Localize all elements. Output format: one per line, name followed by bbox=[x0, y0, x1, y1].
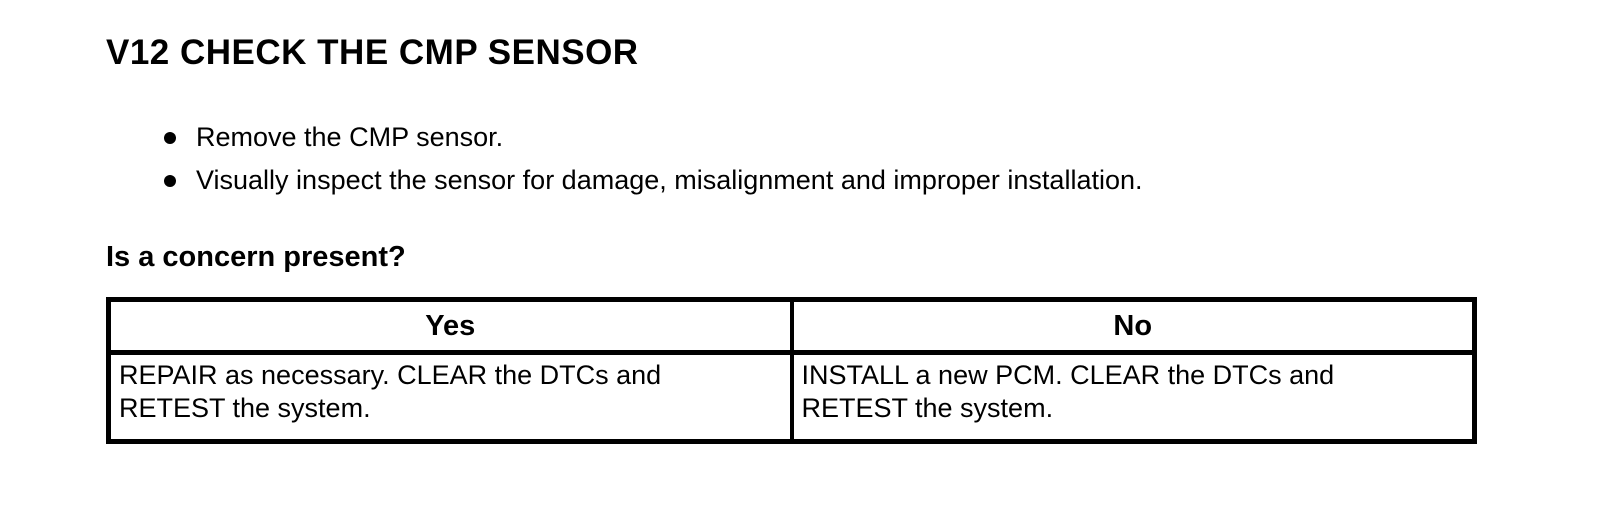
decision-table: Yes No REPAIR as necessary. CLEAR the DT… bbox=[106, 297, 1477, 444]
table-row: Yes No bbox=[106, 297, 1477, 355]
list-item: Visually inspect the sensor for damage, … bbox=[164, 164, 1514, 197]
table-cell-yes-action: REPAIR as necessary. CLEAR the DTCs and … bbox=[106, 350, 794, 444]
instruction-list: Remove the CMP sensor. Visually inspect … bbox=[164, 121, 1514, 207]
bullet-icon bbox=[164, 132, 176, 144]
table-row: REPAIR as necessary. CLEAR the DTCs and … bbox=[106, 350, 1477, 444]
list-item-text: Visually inspect the sensor for damage, … bbox=[196, 165, 1143, 195]
table-header-yes: Yes bbox=[106, 297, 794, 355]
page-title: V12 CHECK THE CMP SENSOR bbox=[106, 33, 639, 72]
list-item-text: Remove the CMP sensor. bbox=[196, 122, 504, 152]
question-heading: Is a concern present? bbox=[106, 241, 406, 273]
bullet-icon bbox=[164, 175, 176, 187]
decision-table-header-row: Yes No bbox=[106, 297, 1477, 355]
decision-table-body: REPAIR as necessary. CLEAR the DTCs and … bbox=[106, 350, 1477, 444]
list-item: Remove the CMP sensor. bbox=[164, 121, 1514, 154]
table-header-no: No bbox=[789, 297, 1477, 355]
table-cell-no-action: INSTALL a new PCM. CLEAR the DTCs and RE… bbox=[789, 350, 1477, 444]
